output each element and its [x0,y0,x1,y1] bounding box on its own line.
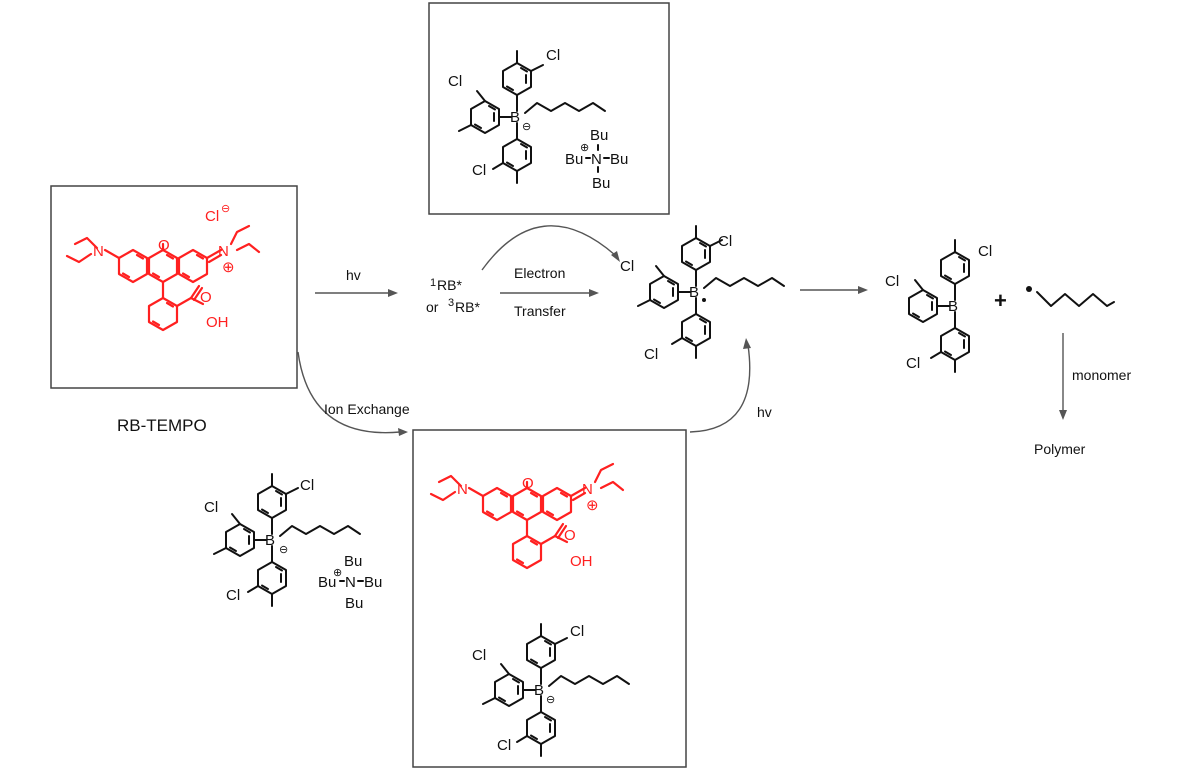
borate-top-cl-2: Cl [448,73,462,90]
dye1-o-atom: O [158,237,170,254]
transfer-label: Transfer [514,303,566,319]
triarylborane-product [908,239,970,373]
electron-label: Electron [514,265,565,281]
ion-exchange-label: Ion Exchange [324,401,410,417]
tba-left-bu-1: Bu [344,553,362,570]
radical-dot [702,298,706,302]
borate-bottom-cl-2: Cl [472,647,486,664]
borate-top-b: B [510,109,520,126]
borate-top-cl-3: Cl [472,162,486,179]
tba-top-plus: ⊕ [580,142,589,154]
dye2-n-right: N [582,481,593,498]
monomer-label: monomer [1072,367,1131,383]
dye1-n-right: N [218,243,229,260]
tba-top-bu-1: Bu [590,127,608,144]
radical-b: B [689,284,699,301]
borate-left-b: B [265,532,275,549]
radical-cl-3: Cl [644,346,658,363]
hv-label-2: hv [757,404,772,420]
borate-salt-box [428,2,670,215]
tba-left-plus: ⊕ [333,567,342,579]
product-cl-1: Cl [978,243,992,260]
tba-left-bu-3: Bu [364,574,382,591]
dye2-oh: OH [570,553,593,570]
tba-top-bu-2: Bu [565,151,583,168]
dye1-oh: OH [206,314,229,331]
dye1-n-left: N [93,243,104,260]
hexyl-radical-chain [1036,291,1115,307]
borate-bottom-cl-3: Cl [497,737,511,754]
product-cl-2: Cl [885,273,899,290]
dye1-counterion-cl: Cl [205,208,219,225]
radical-cl-2: Cl [620,258,634,275]
borate-top-cl-1: Cl [546,47,560,64]
borate-left-cl-2: Cl [204,499,218,516]
borate-bottom-minus: ⊖ [546,694,555,706]
dye1-carbonyl-o: O [200,289,212,306]
product-cl-3: Cl [906,355,920,372]
ion-pair-box [412,429,687,768]
plus-sign: + [994,288,1007,313]
tba-left-bu-4: Bu [345,595,363,612]
borate-bottom-b: B [534,682,544,699]
dye1-counterion-minus: ⊖ [221,203,230,215]
dye2-n-left: N [457,481,468,498]
ion-exchange-arrow [297,351,401,434]
tba-top-n: N [591,151,602,168]
borate-top-minus: ⊖ [522,121,531,133]
borate-left-minus: ⊖ [279,544,288,556]
triplet-label: RB* [455,299,480,315]
or-label: or [426,299,439,315]
radical-cl-1: Cl [718,233,732,250]
borate-left-cl-1: Cl [300,477,314,494]
dye2-o-atom: O [522,475,534,492]
hv-arrow-2 [689,344,751,433]
triplet-sup: 3 [448,297,454,309]
polymer-label: Polymer [1034,441,1086,457]
singlet-sup: 1 [430,277,436,289]
hv-label-1: hv [346,267,361,283]
tba-top-bu-4: Bu [592,175,610,192]
dye2-carbonyl-o: O [564,527,576,544]
tba-top-bu-3: Bu [610,151,628,168]
borate-bottom-cl-1: Cl [570,623,584,640]
hexyl-radical-dot [1026,286,1032,292]
borane-radical [638,226,784,358]
curved-arrow-borate [481,225,616,271]
rb-tempo-label: RB-TEMPO [117,416,207,435]
dye2-plus-charge: ⊕ [586,497,599,514]
dye1-plus-charge: ⊕ [222,259,235,276]
tba-left-bu-2: Bu [318,574,336,591]
borate-left-cl-3: Cl [226,587,240,604]
tba-left-n: N [345,574,356,591]
product-b: B [948,298,958,315]
rb-tempo-box [50,185,298,389]
singlet-label: RB* [437,277,462,293]
